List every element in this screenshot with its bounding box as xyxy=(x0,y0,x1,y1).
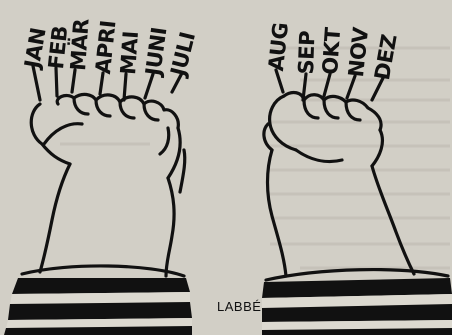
right-sleeve-stripes xyxy=(262,278,452,335)
left-fist xyxy=(31,94,185,276)
right-sleeve-top xyxy=(266,270,448,280)
left-sleeve-top xyxy=(22,266,184,276)
month-label-mai: MAI xyxy=(118,31,142,76)
month-label-nov: NOV xyxy=(346,27,372,79)
month-label-aug: AUG xyxy=(266,22,292,72)
right-fist xyxy=(264,93,414,276)
month-label-okt: OKT xyxy=(320,27,344,75)
month-label-mar: MÄR xyxy=(68,18,93,71)
artist-signature: LABBÉ xyxy=(217,299,261,314)
month-label-sep: SEP xyxy=(296,31,319,75)
left-sleeve-stripes xyxy=(4,278,192,335)
